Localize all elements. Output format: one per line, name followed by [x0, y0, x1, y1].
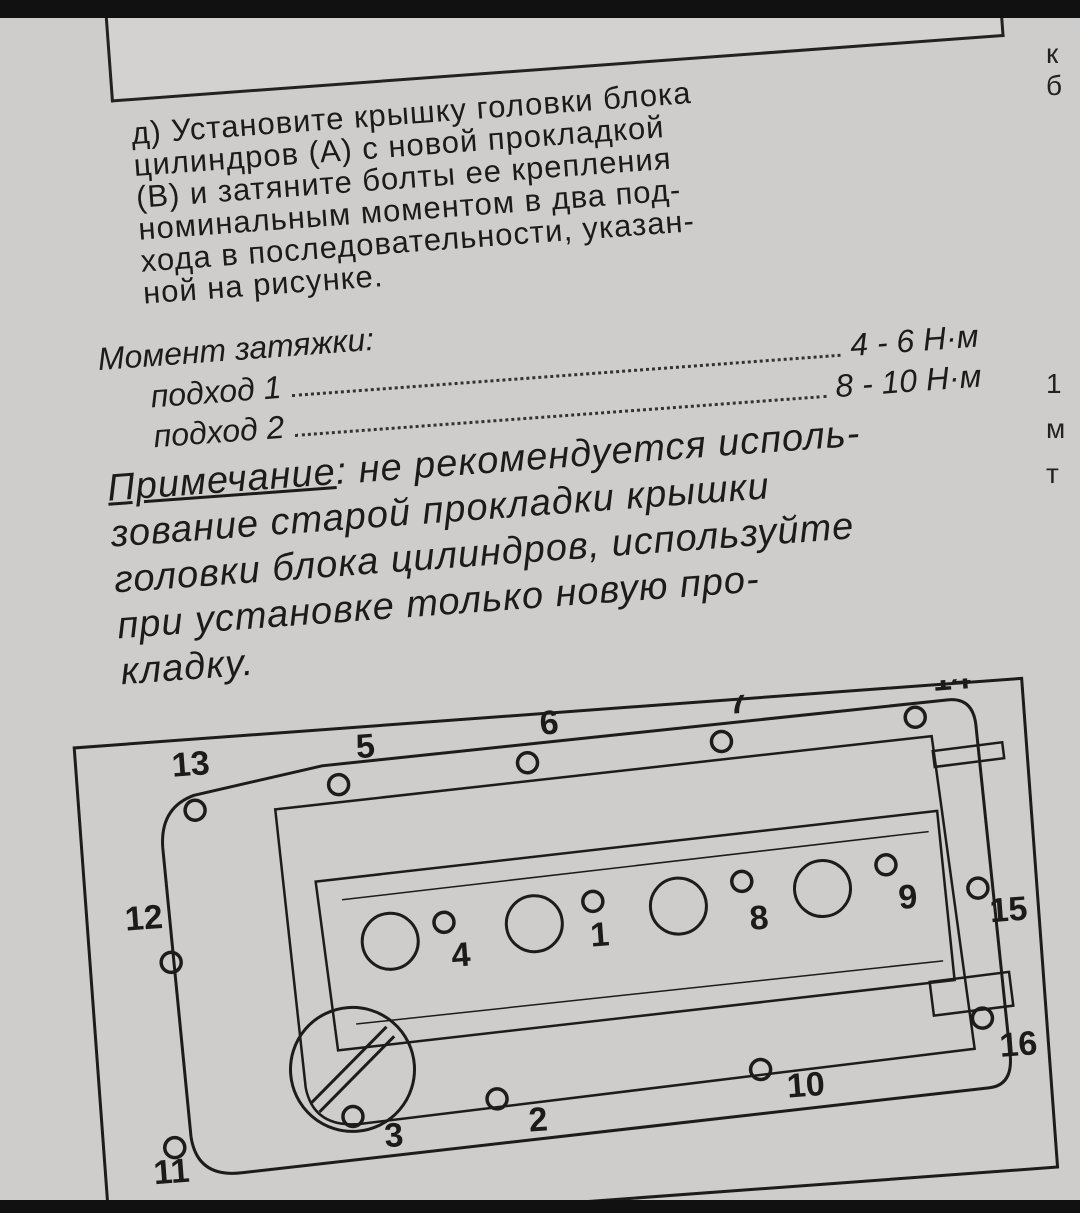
- spark-plug-well: [360, 911, 420, 971]
- bolt-number-5: 5: [355, 727, 377, 766]
- rib-line: [341, 830, 929, 901]
- bolt-number-1: 1: [589, 915, 611, 954]
- bolt-13: [183, 798, 207, 822]
- bolt-8: [730, 869, 754, 894]
- adjacent-column-char: т: [1046, 458, 1059, 489]
- bolt-number-16: 16: [998, 1024, 1039, 1065]
- book-page: д) Установите крышку головки блока цилин…: [0, 18, 1080, 1200]
- bolt-number-4: 4: [450, 936, 472, 975]
- spark-plug-wells: [360, 859, 853, 971]
- bolt-10: [748, 1057, 773, 1082]
- bolt-6: [515, 751, 540, 775]
- bolt-4: [432, 910, 456, 935]
- bolt-9: [874, 853, 898, 877]
- bolt-16: [970, 1006, 995, 1030]
- spark-plug-well: [504, 894, 564, 954]
- bolt-1: [581, 889, 605, 914]
- cover-body: [273, 734, 977, 1126]
- note-text: : не рекомендуется исполь- зование старо…: [109, 412, 862, 694]
- bolt-2: [485, 1087, 509, 1111]
- spark-plug-well: [793, 859, 853, 919]
- bolt-3: [341, 1104, 365, 1129]
- bolt-number-15: 15: [988, 890, 1029, 931]
- oil-filler-cap: [289, 1005, 417, 1133]
- page-content: д) Установите крышку головки блока цилин…: [0, 18, 1080, 1200]
- oil-filler-cap-grip: [310, 1025, 388, 1104]
- adjacent-column-char: 1: [1046, 368, 1062, 399]
- bolt-number-6: 6: [538, 703, 560, 742]
- bolt-number-10: 10: [786, 1065, 827, 1106]
- breather-tube: [931, 740, 1006, 769]
- bolt-number-3: 3: [383, 1116, 405, 1155]
- adjacent-column-char: м: [1046, 413, 1066, 444]
- adjacent-column-char: к: [1046, 38, 1059, 69]
- bolt-14: [903, 705, 927, 730]
- torque-row-value: 4 - 6 Н·м: [848, 317, 980, 363]
- bolt-number-12: 12: [124, 898, 165, 939]
- bolt-7: [709, 729, 734, 754]
- bolt-5: [326, 772, 351, 797]
- bolt-11: [163, 1135, 187, 1160]
- bolt-number-13: 13: [170, 744, 211, 785]
- cover-outline: [161, 698, 1012, 1175]
- bolt-number-7: 7: [727, 683, 749, 722]
- diagram-frame: [72, 676, 1060, 1200]
- spark-plug-well: [648, 876, 708, 936]
- step-d-text: д) Установите крышку головки блока цилин…: [130, 75, 696, 311]
- adjacent-column-char: б: [1046, 70, 1063, 101]
- bolt-markers: [159, 705, 995, 1160]
- bolt-12: [159, 950, 183, 975]
- torque-row-label: подход 1: [149, 368, 283, 415]
- bolt-number-2: 2: [527, 1100, 549, 1139]
- bolt-number-11: 11: [152, 1152, 191, 1193]
- cam-valley: [314, 809, 956, 1052]
- bolt-number-8: 8: [748, 899, 770, 938]
- oil-filler-cap-grip: [318, 1035, 396, 1113]
- bolt-number-9: 9: [897, 878, 919, 917]
- bolt-15: [966, 876, 990, 900]
- bolt-number-14: 14: [931, 674, 972, 699]
- rib-line: [356, 960, 944, 1025]
